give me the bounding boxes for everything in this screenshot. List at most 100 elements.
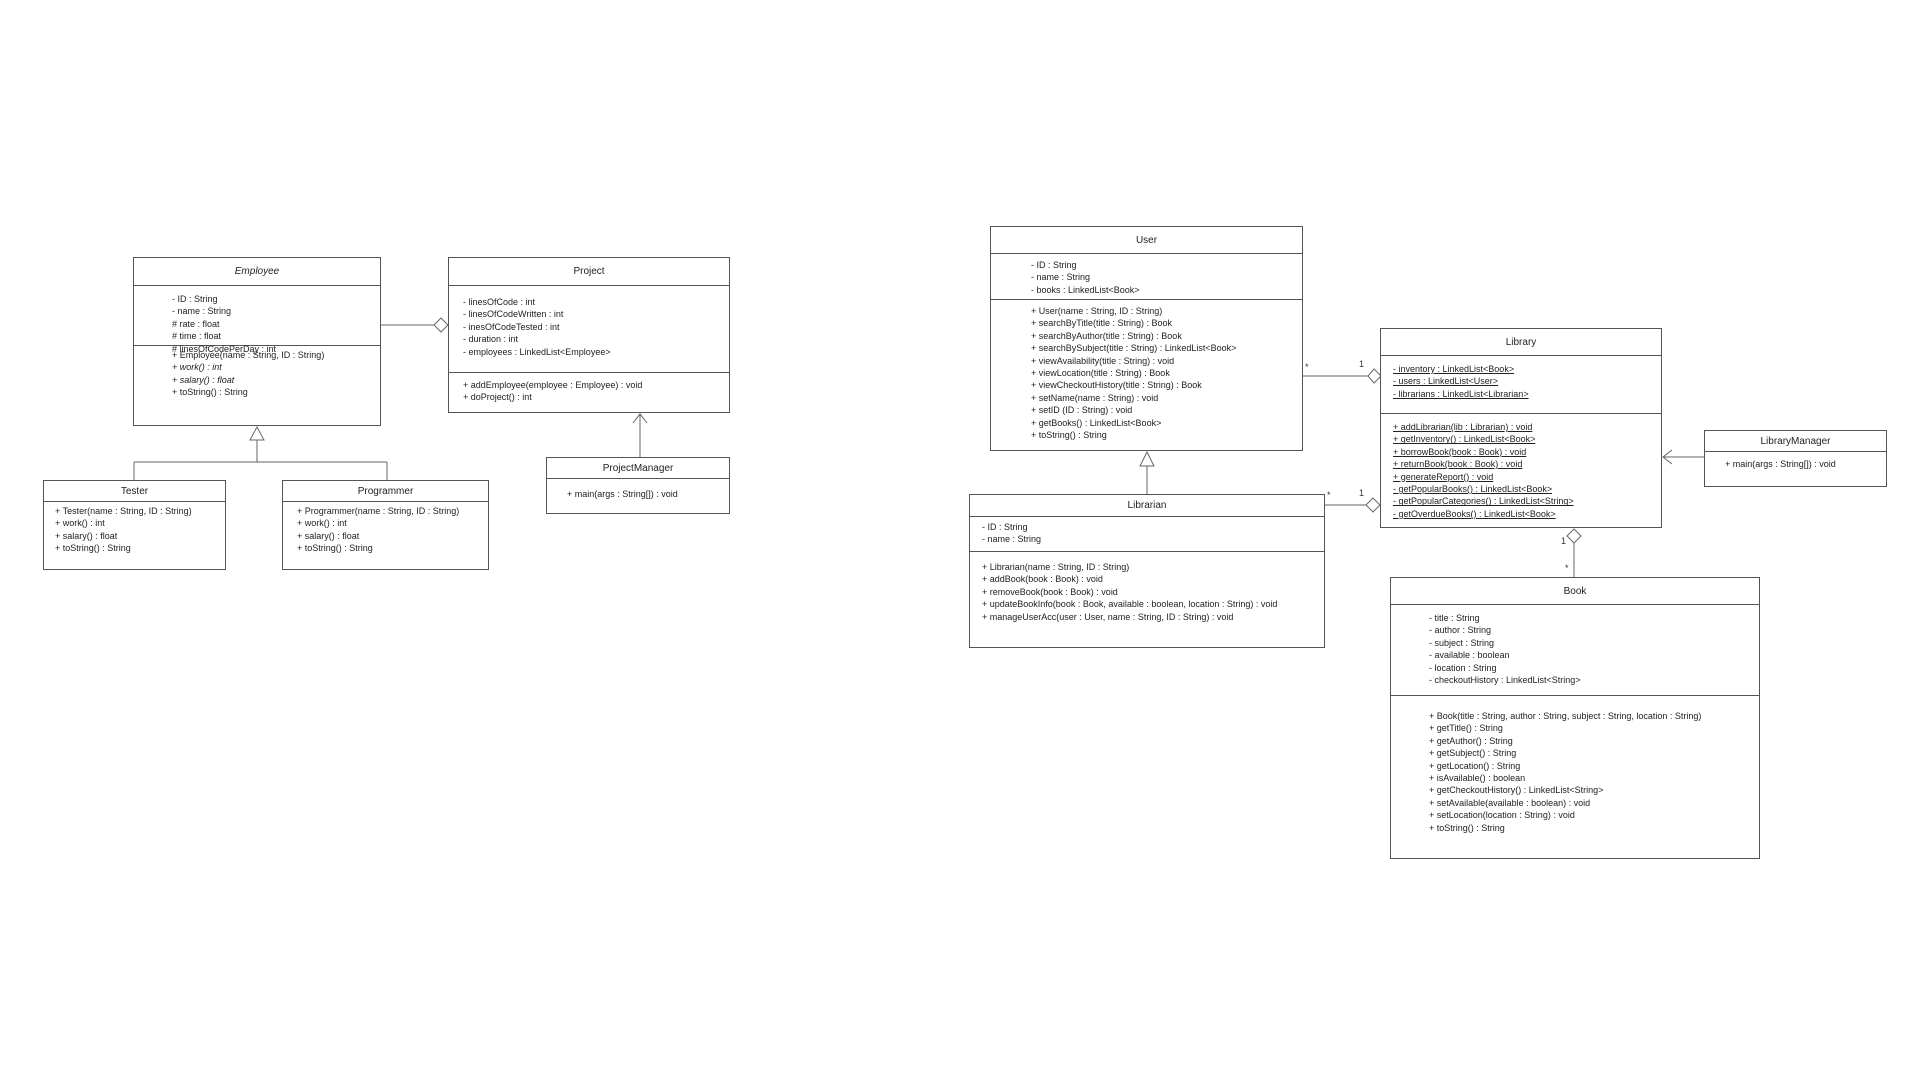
method: + getSubject() : String [1429,748,1517,759]
class-user[interactable]: User - ID : String - name : String - boo… [990,226,1303,451]
attribute: - subject : String [1429,637,1495,648]
method: + getCheckoutHistory() : LinkedList<Stri… [1429,785,1604,796]
methods: + main(args : String[]) : void [547,479,729,500]
class-programmer[interactable]: Programmer + Programmer(name : String, I… [282,480,489,570]
attribute: - inventory : LinkedList<Book> [1393,364,1515,374]
method: + generateReport() : void [1393,471,1494,482]
method: + work() : int [172,362,222,373]
methods: + Tester(name : String, ID : String) + w… [44,502,225,555]
class-project[interactable]: Project - linesOfCode : int - linesOfCod… [448,257,730,413]
attribute: # linesOfCodePerDay : int [172,343,277,354]
method: - getPopularCategories() : LinkedList<St… [1393,496,1574,507]
method: + updateBookInfo(book : Book, available … [982,599,1278,610]
method: + User(name : String, ID : String) [1031,306,1163,316]
method: + toString() : String [172,387,248,398]
method: + toString() : String [1031,430,1107,441]
attribute: - ID : String [172,294,218,304]
attribute: # rate : float [172,318,220,329]
class-library[interactable]: Library - inventory : LinkedList<Book> -… [1380,328,1662,528]
class-book[interactable]: Book - title : String - author : String … [1390,577,1760,859]
method: + getLocation() : String [1429,760,1521,771]
class-name: LibraryManager [1705,431,1886,452]
attributes: - ID : String - name : String [970,517,1324,552]
aggregation-diamond-project [433,317,449,333]
attribute: - title : String [1429,613,1480,623]
attribute: - linesOfCodeWritten : int [463,309,564,320]
method: + addLibrarian(lib : Librarian) : void [1393,422,1533,432]
method: + returnBook(book : Book) : void [1393,459,1523,470]
class-projectmanager[interactable]: ProjectManager + main(args : String[]) :… [546,457,730,514]
method: + searchBySubject(title : String) : Link… [1031,343,1237,354]
method: + main(args : String[]) : void [1725,459,1836,469]
method: + main(args : String[]) : void [567,489,678,499]
attribute: - name : String [1031,272,1091,283]
method: + toString() : String [297,543,373,554]
attribute: - checkoutHistory : LinkedList<String> [1429,675,1581,686]
methods: + addLibrarian(lib : Librarian) : void +… [1381,414,1661,520]
method: + getTitle() : String [1429,723,1503,734]
method: + borrowBook(book : Book) : void [1393,446,1527,457]
attribute: - available : boolean [1429,650,1510,661]
method: + Tester(name : String, ID : String) [55,506,192,516]
attribute: - users : LinkedList<User> [1393,376,1499,387]
methods: + Programmer(name : String, ID : String)… [283,502,488,555]
method: + salary() : float [297,530,360,541]
aggregation-diamond-library-book [1566,528,1582,544]
methods: + Librarian(name : String, ID : String) … [970,552,1324,623]
aggregation-diamond-library-librarian [1365,497,1381,513]
method: + work() : int [297,518,347,529]
attributes: - title : String - author : String - sub… [1391,605,1759,696]
inheritance-arrow-user [1139,450,1155,467]
method: + getInventory() : LinkedList<Book> [1393,434,1536,445]
multiplicity-library-end-book: 1 [1561,536,1567,546]
attribute: # time : float [172,331,222,342]
class-name: Tester [44,481,225,502]
class-name: ProjectManager [547,458,729,479]
dependency-arrowhead-library [1662,449,1673,465]
class-name: Librarian [970,495,1324,517]
method: + doProject() : int [463,392,532,403]
attribute: - name : String [982,534,1042,545]
method: + salary() : float [55,530,118,541]
attributes: - linesOfCode : int - linesOfCodeWritten… [449,286,729,373]
multiplicity-book-end: * [1565,563,1569,573]
method: + Employee(name : String, ID : String) [172,350,325,360]
class-librarian[interactable]: Librarian - ID : String - name : String … [969,494,1325,648]
method: + setAvailable(available : boolean) : vo… [1429,797,1591,808]
method: + addBook(book : Book) : void [982,574,1103,585]
class-name: Project [449,258,729,286]
class-name: Book [1391,578,1759,605]
methods: + addEmployee(employee : Employee) : voi… [449,373,729,404]
class-employee[interactable]: Employee - ID : String - name : String #… [133,257,381,426]
method: + getAuthor() : String [1429,735,1513,746]
class-tester[interactable]: Tester + Tester(name : String, ID : Stri… [43,480,226,570]
method: + Book(title : String, author : String, … [1429,711,1702,721]
methods: + main(args : String[]) : void [1705,452,1886,470]
attribute: - librarians : LinkedList<Librarian> [1393,388,1529,399]
attribute: - linesOfCode : int [463,297,536,307]
methods: + Employee(name : String, ID : String) +… [134,346,380,399]
attribute: - name : String [172,306,232,317]
attribute: - ID : String [1031,260,1077,270]
method: + searchByTitle(title : String) : Book [1031,318,1172,329]
method: + getBooks() : LinkedList<Book> [1031,417,1162,428]
method: + work() : int [55,518,105,529]
method: + addEmployee(employee : Employee) : voi… [463,380,643,390]
dependency-arrowhead-project [632,413,648,424]
methods: + User(name : String, ID : String) + sea… [991,300,1302,441]
method: + salary() : float [172,374,235,385]
class-name: Programmer [283,481,488,502]
class-name: Library [1381,329,1661,356]
class-librarymanager[interactable]: LibraryManager + main(args : String[]) :… [1704,430,1887,487]
method: + setID (ID : String) : void [1031,405,1133,416]
class-name: Employee [134,258,380,286]
attribute: - books : LinkedList<Book> [1031,284,1140,295]
method: - getOverdueBooks() : LinkedList<Book> [1393,508,1556,519]
attribute: - employees : LinkedList<Employee> [463,346,611,357]
attribute: - author : String [1429,625,1492,636]
attribute: - inesOfCodeTested : int [463,321,560,332]
method: + searchByAuthor(title : String) : Book [1031,330,1182,341]
method: + viewCheckoutHistory(title : String) : … [1031,380,1202,391]
attribute: - duration : int [463,334,519,345]
